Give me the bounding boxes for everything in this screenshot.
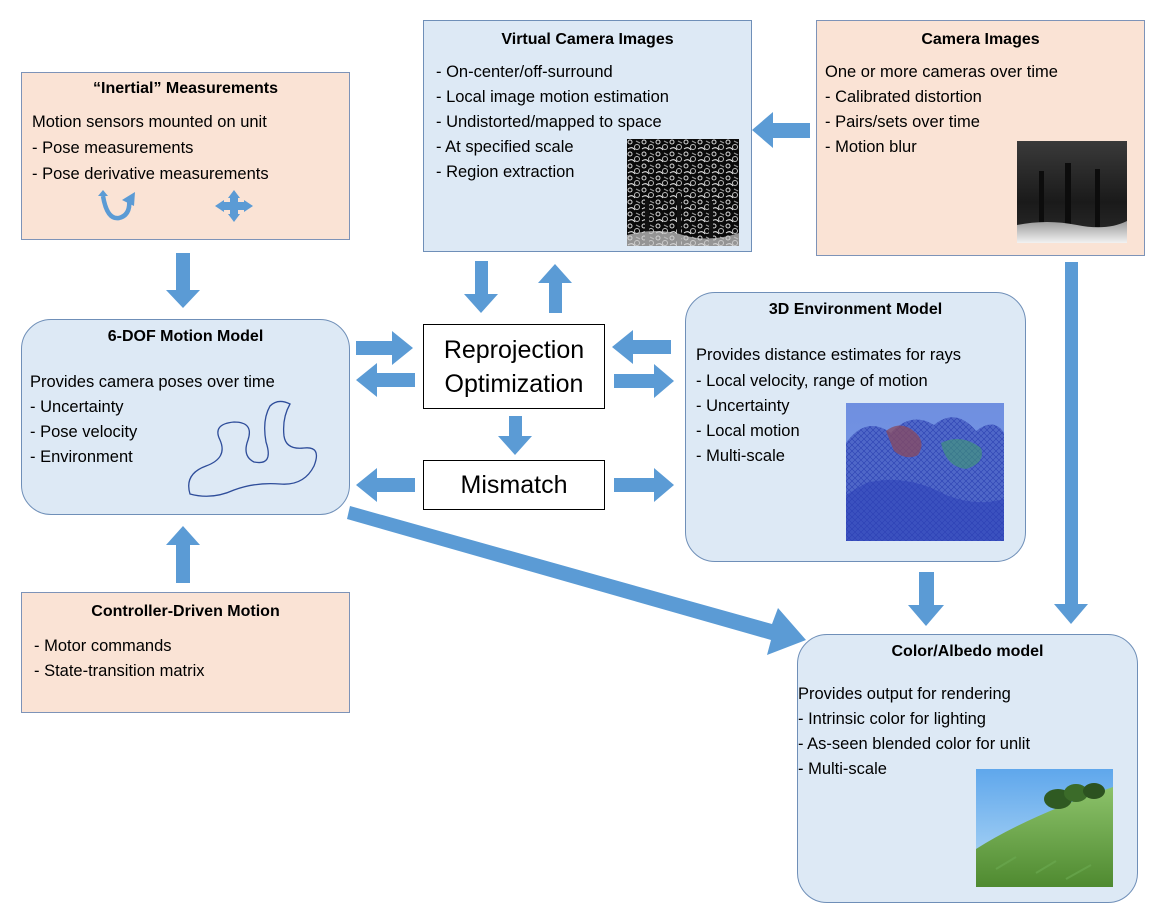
motion-model-line-3: - Pose velocity	[30, 423, 138, 441]
albedo-model-box: Color/Albedo model Provides output for r…	[797, 634, 1138, 903]
albedo-model-line-2: - Intrinsic color for lighting	[798, 710, 986, 728]
inertial-line-2: - Pose measurements	[32, 139, 194, 157]
optimization-label: Optimization	[444, 369, 584, 398]
camera-images-line-1: One or more cameras over time	[825, 63, 1058, 81]
mismatch-label: Mismatch	[460, 471, 568, 499]
motion-trajectory-sketch	[188, 400, 318, 497]
arrow-environment-to-albedo	[908, 572, 944, 626]
reprojection-optimization-box: Reprojection Optimization	[423, 324, 605, 409]
virtual-camera-line-1: - On-center/off-surround	[436, 63, 613, 81]
controller-title: Controller-Driven Motion	[91, 603, 280, 620]
controller-motion-box: Controller-Driven Motion - Motor command…	[21, 592, 350, 713]
motion-model-line-2: - Uncertainty	[30, 398, 124, 416]
environment-model-line-3: - Uncertainty	[696, 397, 790, 415]
virtual-camera-line-3: - Undistorted/mapped to space	[436, 113, 662, 131]
environment-model-title: 3D Environment Model	[768, 301, 943, 318]
camera-images-title: Camera Images	[921, 31, 1040, 48]
environment-model-box: 3D Environment Model Provides distance e…	[685, 292, 1026, 562]
arrow-reprojection-to-virtual	[538, 264, 572, 313]
virtual-camera-line-2: - Local image motion estimation	[436, 88, 669, 106]
virtual-camera-line-4: - At specified scale	[436, 138, 574, 156]
motion-model-title: 6-DOF Motion Model	[107, 328, 264, 345]
arrow-motion-to-albedo	[347, 506, 806, 655]
rotation-icon	[98, 190, 135, 221]
arrow-virtual-to-reprojection	[464, 261, 498, 313]
inertial-line-3: - Pose derivative measurements	[32, 165, 269, 183]
arrow-mismatch-to-environment	[614, 468, 674, 502]
inertial-line-1: Motion sensors mounted on unit	[32, 113, 267, 131]
arrow-reprojection-to-motion	[356, 363, 415, 397]
forest-camera-image	[1017, 141, 1127, 243]
albedo-model-title: Color/Albedo model	[891, 643, 1044, 660]
terrain-mesh-image	[846, 403, 1004, 541]
environment-model-line-1: Provides distance estimates for rays	[696, 346, 962, 364]
meadow-photo	[976, 769, 1113, 887]
reprojection-label: Reprojection	[443, 335, 585, 364]
mismatch-box: Mismatch	[423, 460, 605, 510]
controller-line-2: - State-transition matrix	[34, 662, 205, 680]
arrow-camera-to-albedo	[1054, 262, 1088, 624]
arrow-reprojection-to-environment	[614, 364, 674, 398]
translation-icon	[215, 190, 253, 222]
virtual-camera-line-5: - Region extraction	[436, 163, 575, 181]
inertial-title: “Inertial” Measurements	[93, 80, 278, 97]
albedo-model-line-3: - As-seen blended color for unlit	[798, 735, 1031, 753]
motion-model-line-1: Provides camera poses over time	[30, 373, 275, 391]
virtual-camera-images-box: Virtual Camera Images - On-center/off-su…	[423, 20, 752, 252]
inertial-measurements-box: “Inertial” Measurements Motion sensors m…	[21, 72, 350, 240]
arrow-camera-to-virtual	[752, 112, 810, 148]
albedo-model-line-1: Provides output for rendering	[798, 685, 1011, 703]
camera-images-line-4: - Motion blur	[825, 138, 917, 156]
albedo-model-line-4: - Multi-scale	[798, 760, 887, 778]
camera-images-box: Camera Images One or more cameras over t…	[816, 20, 1145, 256]
arrow-reprojection-to-mismatch	[498, 416, 532, 455]
camera-images-line-2: - Calibrated distortion	[825, 88, 982, 106]
camera-images-line-3: - Pairs/sets over time	[825, 113, 980, 131]
arrow-motion-to-reprojection	[356, 331, 413, 365]
motion-model-line-4: - Environment	[30, 448, 133, 466]
arrow-inertial-to-motion	[166, 253, 200, 308]
arrow-environment-to-reprojection	[612, 330, 671, 364]
controller-line-1: - Motor commands	[34, 637, 172, 655]
edge-filtered-image	[627, 139, 739, 246]
motion-model-box: 6-DOF Motion Model Provides camera poses…	[21, 319, 350, 515]
environment-model-line-2: - Local velocity, range of motion	[696, 372, 928, 390]
environment-model-line-5: - Multi-scale	[696, 447, 785, 465]
arrow-mismatch-to-motion	[356, 468, 415, 502]
virtual-camera-title: Virtual Camera Images	[501, 31, 674, 48]
arrow-controller-to-motion	[166, 526, 200, 583]
environment-model-line-4: - Local motion	[696, 422, 800, 440]
